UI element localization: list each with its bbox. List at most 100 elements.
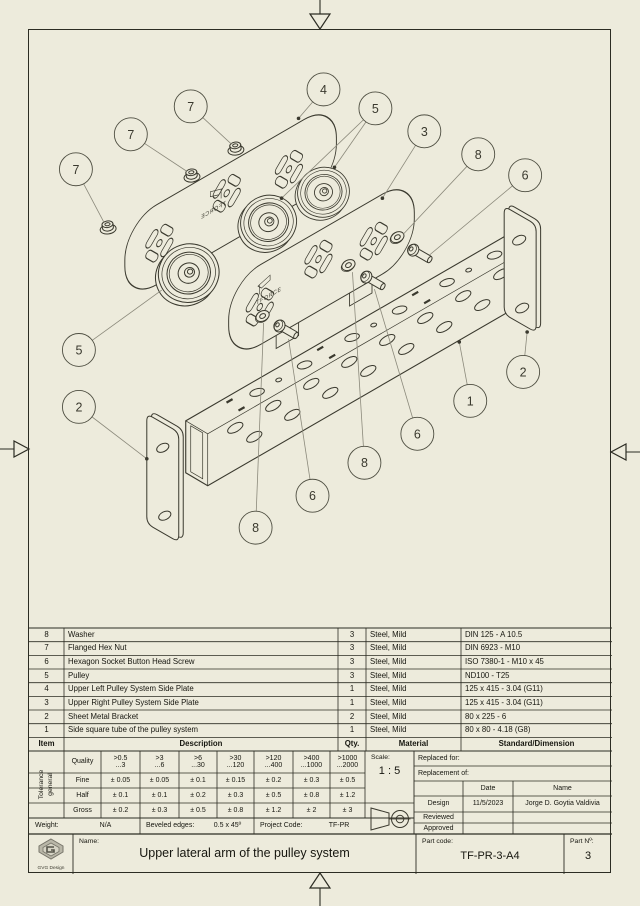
balloon-number: 7 bbox=[72, 163, 79, 177]
bom-cell: 4 bbox=[44, 684, 49, 694]
part-balloon-8: 8 bbox=[347, 272, 382, 480]
bom-cell: 3 bbox=[44, 698, 49, 708]
bom-cell: Upper Right Pulley System Side Plate bbox=[68, 698, 199, 708]
bom-cell: 6 bbox=[44, 657, 49, 667]
revision-date bbox=[463, 812, 513, 823]
tolerance-value: ± 0.3 bbox=[227, 791, 244, 799]
bom-cell: Steel, Mild bbox=[370, 711, 407, 721]
balloon-number: 4 bbox=[320, 83, 327, 97]
part-balloon-8: 8 bbox=[403, 137, 496, 235]
gvg-logo-text: GVG Design bbox=[38, 865, 65, 871]
tolerance-value: ± 0.1 bbox=[190, 776, 206, 784]
bom-cell: 8 bbox=[44, 629, 49, 639]
part-balloon-2: 2 bbox=[506, 330, 541, 389]
revision-name bbox=[513, 823, 612, 834]
part-balloon-5: 5 bbox=[279, 91, 393, 201]
bom-cell: Side square tube of the pulley system bbox=[68, 725, 199, 735]
part-balloon-4: 4 bbox=[296, 72, 341, 121]
tolerance-range-header: >6 ...30 bbox=[191, 754, 205, 769]
tolerance-value: ± 0.8 bbox=[303, 791, 320, 799]
part-balloon-6: 6 bbox=[288, 338, 330, 513]
bom-cell: 80 x 80 - 4.18 (G8) bbox=[465, 725, 531, 735]
tolerance-value: ± 1.2 bbox=[265, 806, 282, 814]
tolerance-value: ± 0.1 bbox=[151, 791, 168, 799]
balloon-number: 5 bbox=[75, 343, 82, 357]
tolerance-value: ± 0.1 bbox=[112, 791, 129, 799]
tolerance-row-label: Half bbox=[76, 791, 89, 799]
balloon-number: 6 bbox=[309, 489, 316, 503]
tolerance-range-header: >0.5 ...3 bbox=[113, 754, 128, 769]
gvg-logo-icon: GVG Design bbox=[38, 838, 65, 871]
bom-cell: 125 x 415 - 3.04 (G11) bbox=[465, 684, 543, 694]
bom-cell: Upper Left Pulley System Side Plate bbox=[68, 684, 194, 694]
weight-value: N/A bbox=[99, 822, 112, 830]
tolerance-value: ± 0.5 bbox=[339, 776, 356, 784]
bom-header: Description bbox=[179, 739, 223, 749]
bom-cell: 7 bbox=[44, 643, 49, 653]
part-balloon-6: 6 bbox=[374, 288, 435, 451]
tolerance-row-label: Gross bbox=[73, 806, 92, 814]
top-centering-mark bbox=[308, 13, 332, 31]
flag-icon bbox=[257, 274, 271, 295]
bom-cell: Steel, Mild bbox=[370, 657, 407, 667]
tolerance-value: ± 0.2 bbox=[190, 791, 206, 799]
project-code-value: TF-PR bbox=[328, 822, 350, 830]
tolerance-value: ± 0.3 bbox=[151, 806, 168, 814]
square-tube bbox=[185, 235, 528, 487]
flanged-nut bbox=[226, 140, 245, 157]
bom-cell: Hexagon Socket Button Head Screw bbox=[68, 657, 195, 667]
part-balloon-3: 3 bbox=[380, 114, 442, 201]
part-no-value: 3 bbox=[584, 850, 592, 863]
flag-icon bbox=[210, 188, 223, 199]
beveled-edges-label: Beveled edges: bbox=[146, 822, 195, 830]
bom-cell: DIN 125 - A 10.5 bbox=[465, 629, 523, 639]
tolerance-value: ± 1.2 bbox=[339, 791, 356, 799]
bom-cell: 3 bbox=[349, 629, 355, 639]
bom-cell: 3 bbox=[349, 643, 355, 653]
project-code-label: Project Code: bbox=[260, 822, 303, 830]
bom-cell: 1 bbox=[44, 725, 49, 735]
balloon-number: 7 bbox=[127, 128, 134, 142]
bom-cell: Steel, Mild bbox=[370, 725, 407, 735]
balloon-number: 6 bbox=[414, 427, 421, 441]
bottom-centering-mark bbox=[308, 871, 332, 889]
balloon-number: 6 bbox=[522, 169, 529, 183]
part-balloon-7: 7 bbox=[58, 152, 105, 223]
tolerance-value: ± 0.5 bbox=[190, 806, 206, 814]
bom-cell: 1 bbox=[349, 725, 355, 735]
balloon-number: 7 bbox=[187, 100, 194, 114]
right-centering-mark bbox=[609, 443, 627, 461]
bom-cell: 1 bbox=[349, 698, 355, 708]
bom-header: Qty. bbox=[344, 739, 360, 749]
screw bbox=[404, 241, 435, 267]
balloon-number: 3 bbox=[421, 125, 428, 139]
part-code-value: TF-PR-3-A4 bbox=[460, 850, 520, 863]
tolerance-range-header: >120 ...400 bbox=[264, 754, 283, 769]
tolerance-value: ± 3 bbox=[342, 806, 353, 814]
revision-name: Jorge D. Goytia Valdivia bbox=[525, 800, 600, 808]
bom-header: Standard/Dimension bbox=[498, 739, 575, 749]
bom-cell: 3 bbox=[349, 657, 355, 667]
flanged-nut bbox=[98, 219, 118, 236]
bracket-left bbox=[146, 413, 184, 541]
tolerance-general-label: Tolerance general bbox=[38, 769, 54, 800]
scale-value: 1 : 5 bbox=[378, 765, 401, 778]
bom-cell: DIN 6923 - M10 bbox=[465, 643, 521, 653]
name-header: Name bbox=[553, 784, 572, 792]
name-label: Name: bbox=[79, 838, 100, 845]
weight-label: Weight: bbox=[35, 822, 59, 830]
tolerance-value: ± 0.2 bbox=[265, 776, 282, 784]
tolerance-range-header: >3 ...6 bbox=[154, 754, 165, 769]
left-centering-mark bbox=[13, 440, 31, 458]
bom-cell: 125 x 415 - 3.04 (G11) bbox=[465, 698, 543, 708]
part-balloon-1: 1 bbox=[453, 340, 488, 418]
bom-cell: 80 x 225 - 6 bbox=[465, 711, 507, 721]
revision-name bbox=[513, 812, 612, 823]
balloon-number: 5 bbox=[372, 102, 379, 116]
tolerance-value: ± 0.05 bbox=[149, 776, 170, 784]
revision-date bbox=[463, 823, 513, 834]
scale-label: Scale: bbox=[371, 754, 390, 761]
bracket-right bbox=[503, 205, 542, 331]
revision-row-label: Design bbox=[427, 800, 450, 808]
